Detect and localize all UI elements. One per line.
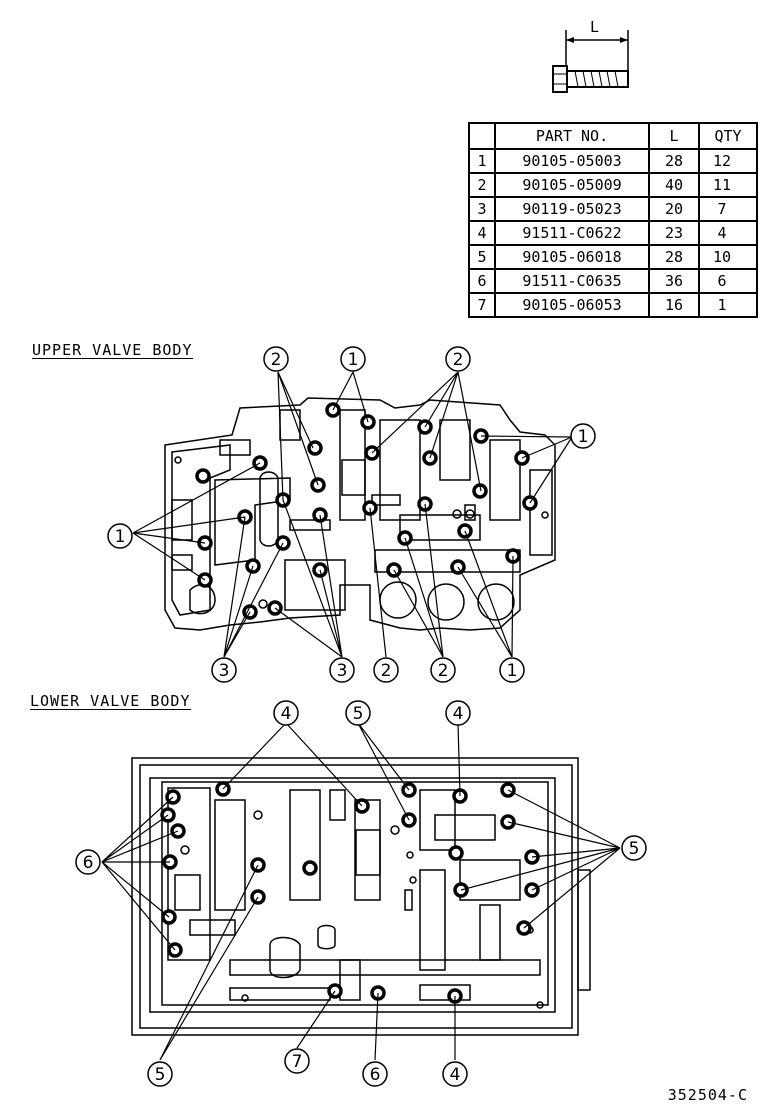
lower-valve-body-title: LOWER VALVE BODY [30,692,191,710]
row-no: 3 [468,196,496,222]
callout-lower-2: 4 [453,704,464,724]
row-no: 7 [468,292,496,318]
row-length: 28 [648,148,700,174]
header-no [468,122,496,150]
row-part-no: 91511-C0622 [494,220,650,246]
callout-upper-4: 1 [115,527,126,547]
callout-upper-5: 3 [219,661,230,681]
callout-upper-6: 3 [337,661,348,681]
callout-upper-2: 2 [453,350,464,370]
callout-upper-8: 2 [438,661,449,681]
row-part-no: 90119-05023 [494,196,650,222]
callout-upper-0: 2 [271,350,282,370]
row-length: 20 [648,196,700,222]
callout-lower-3: 6 [83,853,94,873]
callout-upper-7: 2 [381,661,392,681]
row-qty: 11 [698,172,758,198]
callout-lower-7: 6 [370,1065,381,1085]
row-part-no: 90105-05009 [494,172,650,198]
table-header-row: PART NO. L QTY [468,122,758,150]
row-part-no: 90105-06018 [494,244,650,270]
header-length: L [648,122,700,150]
callout-lower-1: 5 [353,704,364,724]
callout-lower-5: 5 [155,1065,166,1085]
row-qty: 12 [698,148,758,174]
row-no: 2 [468,172,496,198]
row-no: 5 [468,244,496,270]
row-no: 1 [468,148,496,174]
header-part-no: PART NO. [494,122,650,150]
row-qty: 1 [698,292,758,318]
row-length: 36 [648,268,700,294]
row-qty: 6 [698,268,758,294]
row-qty: 4 [698,220,758,246]
row-length: 23 [648,220,700,246]
row-length: 16 [648,292,700,318]
callout-lower-8: 4 [450,1065,461,1085]
callout-lower-4: 5 [629,839,640,859]
row-length: 40 [648,172,700,198]
drawing-code: 352504-C [667,1086,748,1104]
upper-valve-body-title: UPPER VALVE BODY [32,341,193,359]
row-part-no: 90105-06053 [494,292,650,318]
callout-lower-6: 7 [292,1052,303,1072]
callout-upper-1: 1 [348,350,359,370]
row-qty: 7 [698,196,758,222]
row-no: 6 [468,268,496,294]
callout-lower-0: 4 [281,704,292,724]
row-part-no: 91511-C0635 [494,268,650,294]
callout-upper-3: 1 [578,427,589,447]
row-length: 28 [648,244,700,270]
row-qty: 10 [698,244,758,270]
length-dimension-label: L [590,18,600,36]
row-no: 4 [468,220,496,246]
callout-upper-9: 1 [507,661,518,681]
header-qty: QTY [698,122,758,150]
row-part-no: 90105-05003 [494,148,650,174]
